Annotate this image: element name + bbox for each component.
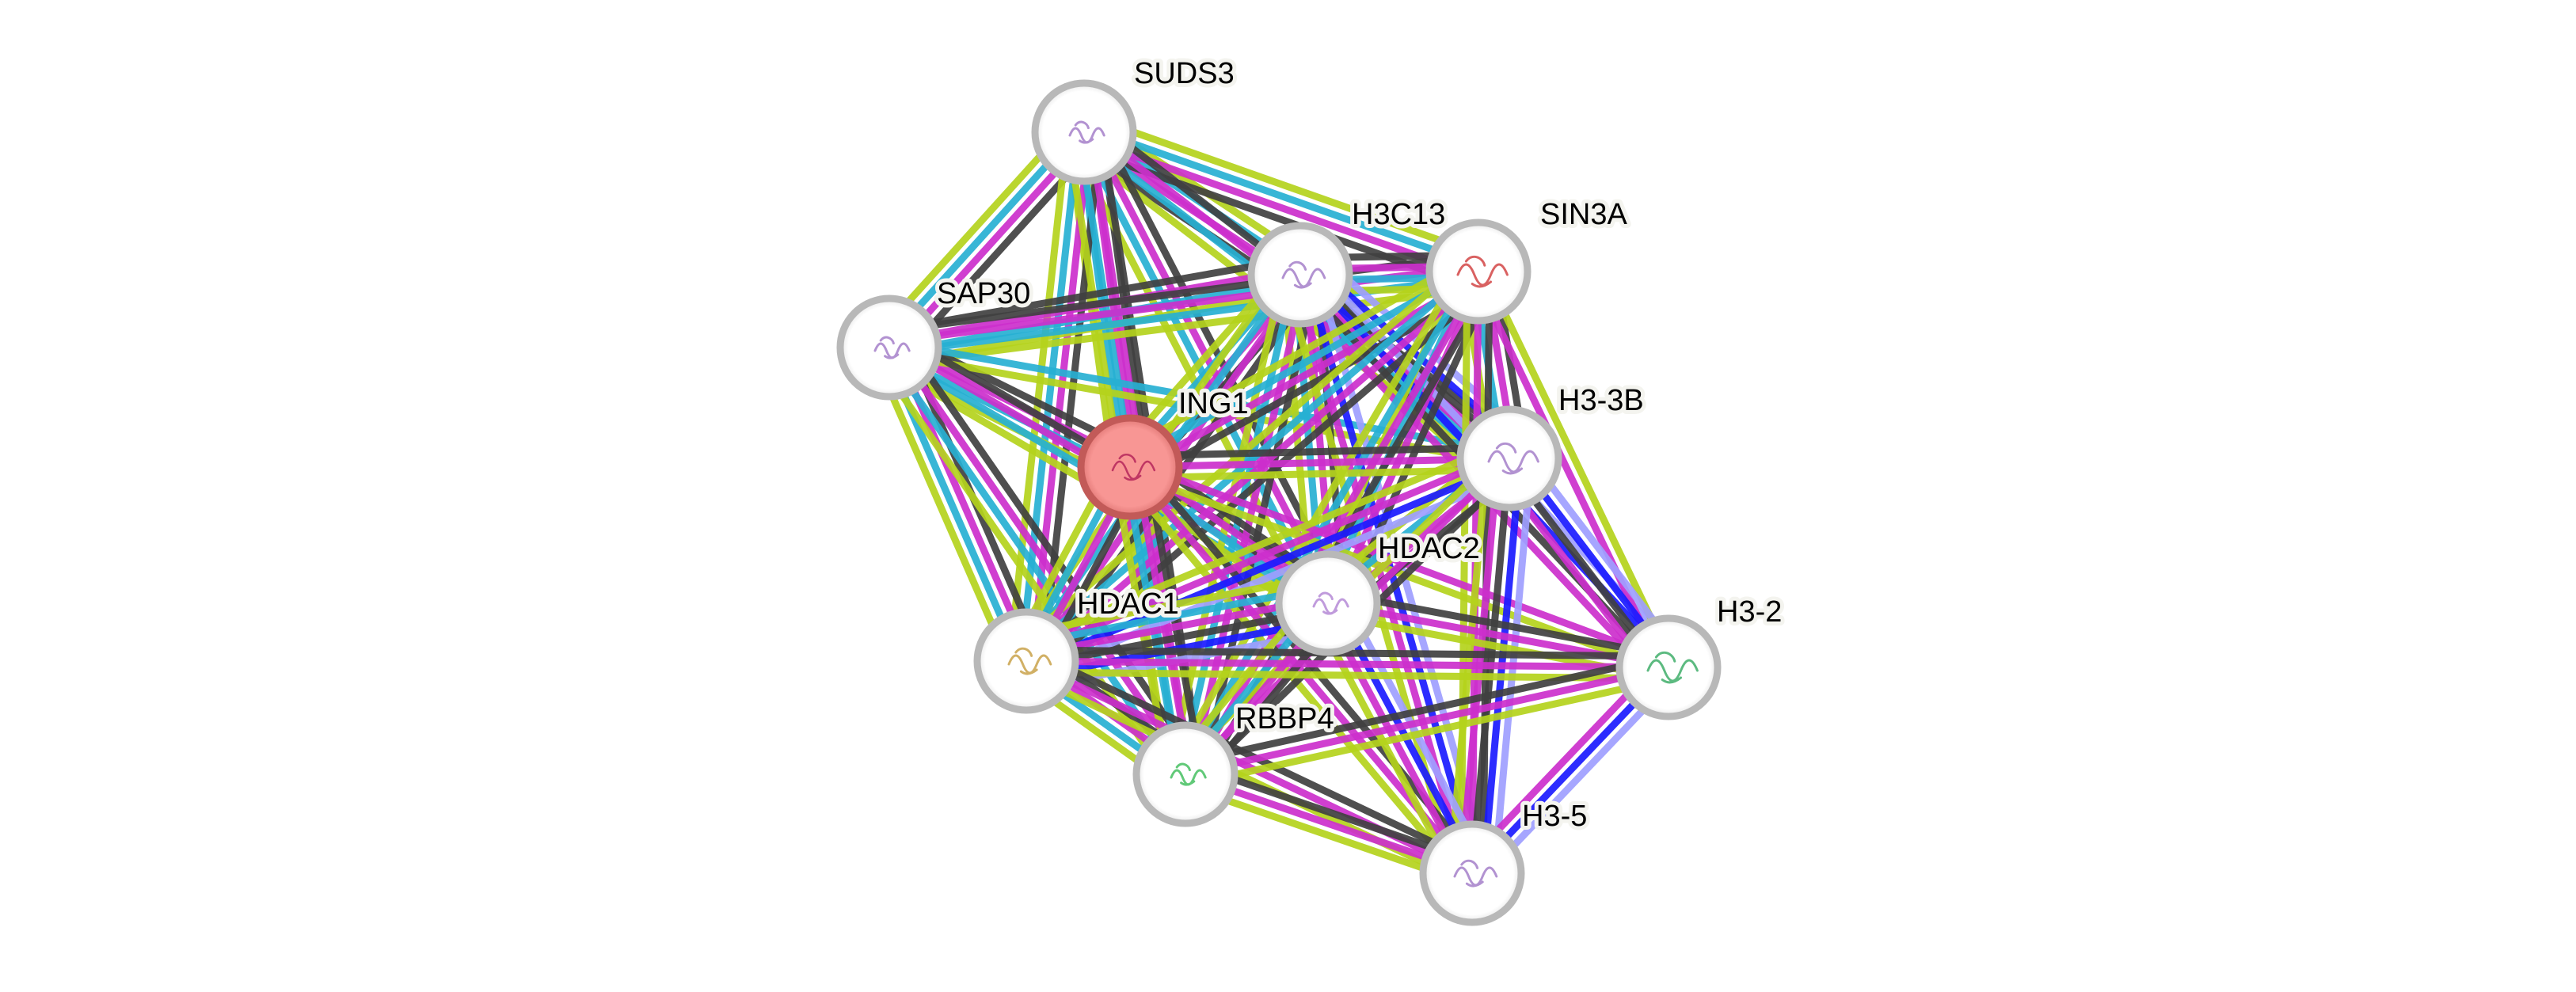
edge-line-cooccurrence: [1026, 460, 1513, 670]
protein-bubble[interactable]: [1425, 219, 1532, 325]
node-label: SAP30: [937, 277, 1030, 310]
protein-structure-icon: [1456, 255, 1509, 288]
edge-line-textmining: [1167, 261, 1467, 768]
edge-sin3a-h3-2[interactable]: [1470, 268, 1677, 671]
protein-structure-icon: [1281, 260, 1326, 289]
edge-line-coexpression: [1329, 588, 1672, 660]
edge-line-textmining: [1006, 130, 1071, 660]
node-hdac1[interactable]: HDAC1: [973, 583, 1183, 714]
protein-structure-icon: [1646, 651, 1699, 684]
node-label: HDAC1: [1077, 587, 1179, 621]
node-rbbp4[interactable]: RBBP4: [1132, 698, 1338, 827]
protein-structure-icon: [1068, 120, 1105, 144]
edge-sap30-rbbp4[interactable]: [873, 336, 1202, 786]
edge-line-databases: [1022, 583, 1326, 648]
query-protein-bubble[interactable]: [1077, 414, 1183, 520]
node-label: ING1: [1178, 387, 1249, 420]
edge-line-experiments: [1025, 657, 1669, 671]
edge-ing1-h3-3b[interactable]: [1129, 443, 1510, 482]
edge-line-homology: [1031, 470, 1517, 680]
edge-line-experiments: [1129, 454, 1510, 471]
edge-line-textmining: [1088, 112, 1486, 260]
protein-bubble[interactable]: [1456, 405, 1562, 511]
edge-line-textmining: [891, 284, 1482, 368]
protein-bubble[interactable]: [1275, 550, 1381, 656]
node-label: HDAC2: [1378, 532, 1480, 565]
edge-line-textmining: [1130, 466, 1510, 482]
node-label: H3-5: [1522, 800, 1587, 833]
protein-bubble[interactable]: [1031, 79, 1137, 185]
edge-line-textmining: [1480, 268, 1677, 667]
node-h3c13[interactable]: H3C13: [1247, 194, 1449, 328]
protein-structure-icon: [873, 336, 911, 359]
edge-line-coexpression: [1129, 443, 1509, 460]
node-label: H3-3B: [1558, 384, 1644, 417]
edge-line-coexpression: [1026, 646, 1669, 660]
protein-structure-icon: [1007, 647, 1052, 675]
edge-line-coexpression: [900, 336, 1202, 767]
protein-structure-icon: [1487, 442, 1539, 475]
protein-bubble[interactable]: [973, 608, 1079, 714]
edge-line-experiments: [1022, 450, 1509, 659]
edge-line-textmining: [1018, 439, 1505, 649]
node-h3-3b[interactable]: H3-3B: [1456, 380, 1648, 511]
protein-structure-icon: [1312, 591, 1349, 615]
node-label: H3-2: [1717, 595, 1782, 629]
node-hdac2[interactable]: HDAC2: [1275, 528, 1484, 656]
protein-bubble[interactable]: [1247, 222, 1353, 328]
protein-structure-icon: [1111, 453, 1156, 481]
edge-line-textmining: [1020, 572, 1324, 638]
node-label: H3C13: [1352, 198, 1445, 231]
edge-line-databases: [1017, 131, 1083, 661]
edge-line-experiments: [1330, 272, 1487, 607]
edge-line-textmining: [1187, 675, 1672, 789]
node-label: SUDS3: [1134, 57, 1235, 90]
edge-line-textmining: [1120, 253, 1472, 456]
edge-h3-3b-hdac1[interactable]: [1018, 439, 1517, 680]
node-h3-5[interactable]: H3-5: [1419, 796, 1591, 926]
edge-line-textmining: [870, 352, 1014, 670]
edge-line-coexpression: [1198, 277, 1320, 779]
edge-rbbp4-h3-2[interactable]: [1182, 652, 1672, 789]
protein-structure-icon: [1453, 859, 1498, 887]
edge-line-experiments: [1470, 272, 1667, 671]
edge-line-homology: [1339, 593, 1490, 868]
node-label: RBBP4: [1235, 702, 1334, 735]
protein-bubble[interactable]: [1615, 614, 1722, 720]
protein-bubble[interactable]: [1419, 820, 1525, 926]
edge-line-databases: [881, 348, 1184, 780]
edge-line-databases: [1084, 124, 1482, 270]
node-sap30[interactable]: SAP30: [836, 273, 1034, 401]
node-sin3a[interactable]: SIN3A: [1425, 194, 1631, 325]
edge-line-coexpression: [1182, 652, 1667, 767]
edge-line-experiments: [1027, 272, 1485, 668]
protein-bubble[interactable]: [836, 295, 942, 401]
edge-line-experiments: [1185, 663, 1669, 778]
protein-bubble[interactable]: [1132, 721, 1239, 827]
node-ing1[interactable]: ING1: [1077, 383, 1253, 520]
node-suds3[interactable]: SUDS3: [1031, 53, 1239, 185]
node-h3-2[interactable]: H3-2: [1615, 591, 1786, 720]
node-label: SIN3A: [1540, 198, 1627, 231]
protein-structure-icon: [1170, 762, 1207, 786]
